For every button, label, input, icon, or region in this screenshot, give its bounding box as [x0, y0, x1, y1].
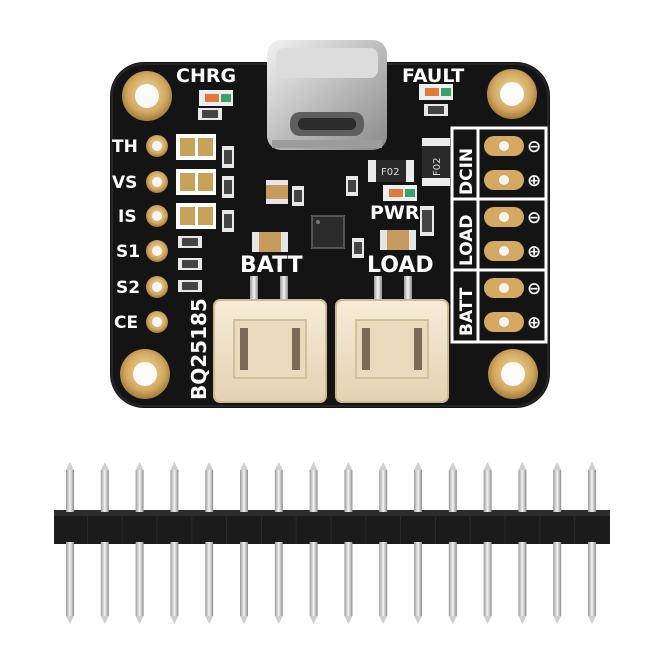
- header-pin: [274, 462, 283, 624]
- header-pin: [100, 462, 109, 624]
- chip-part-label: BQ25185: [187, 298, 211, 400]
- left-pin-column: TH VS IS S1 S2 CE: [112, 135, 168, 333]
- header-pin: [483, 462, 492, 624]
- right-terminal-block: DCIN LOAD BATT ⊖ ⊕ ⊖ ⊕ ⊖ ⊕: [450, 126, 548, 344]
- solder-jumpers: [176, 134, 216, 229]
- load-group-label: LOAD: [457, 215, 477, 267]
- mounting-hole-top-left: [122, 71, 172, 121]
- header-pin: [240, 462, 248, 624]
- load-connector-label: LOAD: [367, 253, 434, 278]
- connector-pins: [250, 276, 412, 306]
- plus-symbol-dcin: ⊕: [527, 171, 541, 191]
- header-pin: [379, 462, 388, 624]
- pin-label-s1: S1: [116, 242, 140, 262]
- header-pin: [518, 462, 527, 624]
- batt-group-label: BATT: [457, 287, 477, 336]
- pin-label-is: IS: [118, 207, 137, 227]
- header-pin: [588, 462, 596, 624]
- terminal-pad-dcin-plus: [484, 170, 524, 190]
- pin-label-s2: S2: [116, 278, 140, 298]
- pin-pad-vs: [146, 171, 168, 193]
- pin-label-th: TH: [112, 137, 138, 157]
- header-pin: [448, 462, 457, 624]
- header-pin: [205, 462, 214, 624]
- pin-pad-s1: [146, 240, 168, 262]
- minus-symbol-load: ⊖: [527, 208, 541, 228]
- pin-label-ce: CE: [114, 313, 138, 333]
- pwr-led: [383, 185, 417, 201]
- plus-symbol-load: ⊕: [527, 242, 541, 262]
- pin-pad-ce: [146, 311, 168, 333]
- batt-jst-connector: [213, 299, 327, 403]
- diode-marking: F02: [381, 167, 399, 178]
- header-pin: [553, 462, 562, 624]
- header-pin: [66, 462, 74, 624]
- pin-pad-th: [146, 135, 168, 157]
- header-pin: [309, 462, 318, 624]
- pin-pad-is: [146, 205, 168, 227]
- mounting-hole-bottom-left: [120, 349, 170, 399]
- header-pin: [135, 462, 144, 624]
- minus-symbol-batt: ⊖: [527, 279, 541, 299]
- fuse-marking: F02: [432, 158, 443, 176]
- mounting-hole-bottom-right: [488, 349, 538, 399]
- pin-header-strip: [54, 462, 610, 624]
- smd-components: [178, 104, 450, 292]
- chrg-label: CHRG: [176, 65, 236, 87]
- header-pin: [170, 462, 179, 624]
- charger-ic: [311, 215, 345, 249]
- chrg-led: [199, 90, 233, 106]
- minus-symbol-dcin: ⊖: [527, 137, 541, 157]
- terminal-pad-load-plus: [484, 241, 524, 261]
- fault-label: FAULT: [402, 65, 464, 87]
- batt-connector-label: BATT: [240, 253, 303, 278]
- header-pin: [414, 462, 422, 624]
- pin-label-vs: VS: [112, 173, 137, 193]
- plus-symbol-batt: ⊕: [527, 313, 541, 333]
- pin-pad-s2: [146, 276, 168, 298]
- mounting-hole-top-right: [487, 69, 537, 119]
- fault-led: [419, 84, 453, 100]
- load-jst-connector: [335, 299, 449, 403]
- terminal-pad-dcin-minus: [484, 136, 524, 156]
- pwr-label: PWR: [370, 202, 420, 224]
- terminal-pad-batt-plus: [484, 312, 524, 332]
- terminal-pad-batt-minus: [484, 278, 524, 298]
- terminal-pad-load-minus: [484, 207, 524, 227]
- header-pin: [344, 462, 353, 624]
- usb-c-connector: [267, 40, 387, 150]
- dcin-group-label: DCIN: [457, 148, 477, 195]
